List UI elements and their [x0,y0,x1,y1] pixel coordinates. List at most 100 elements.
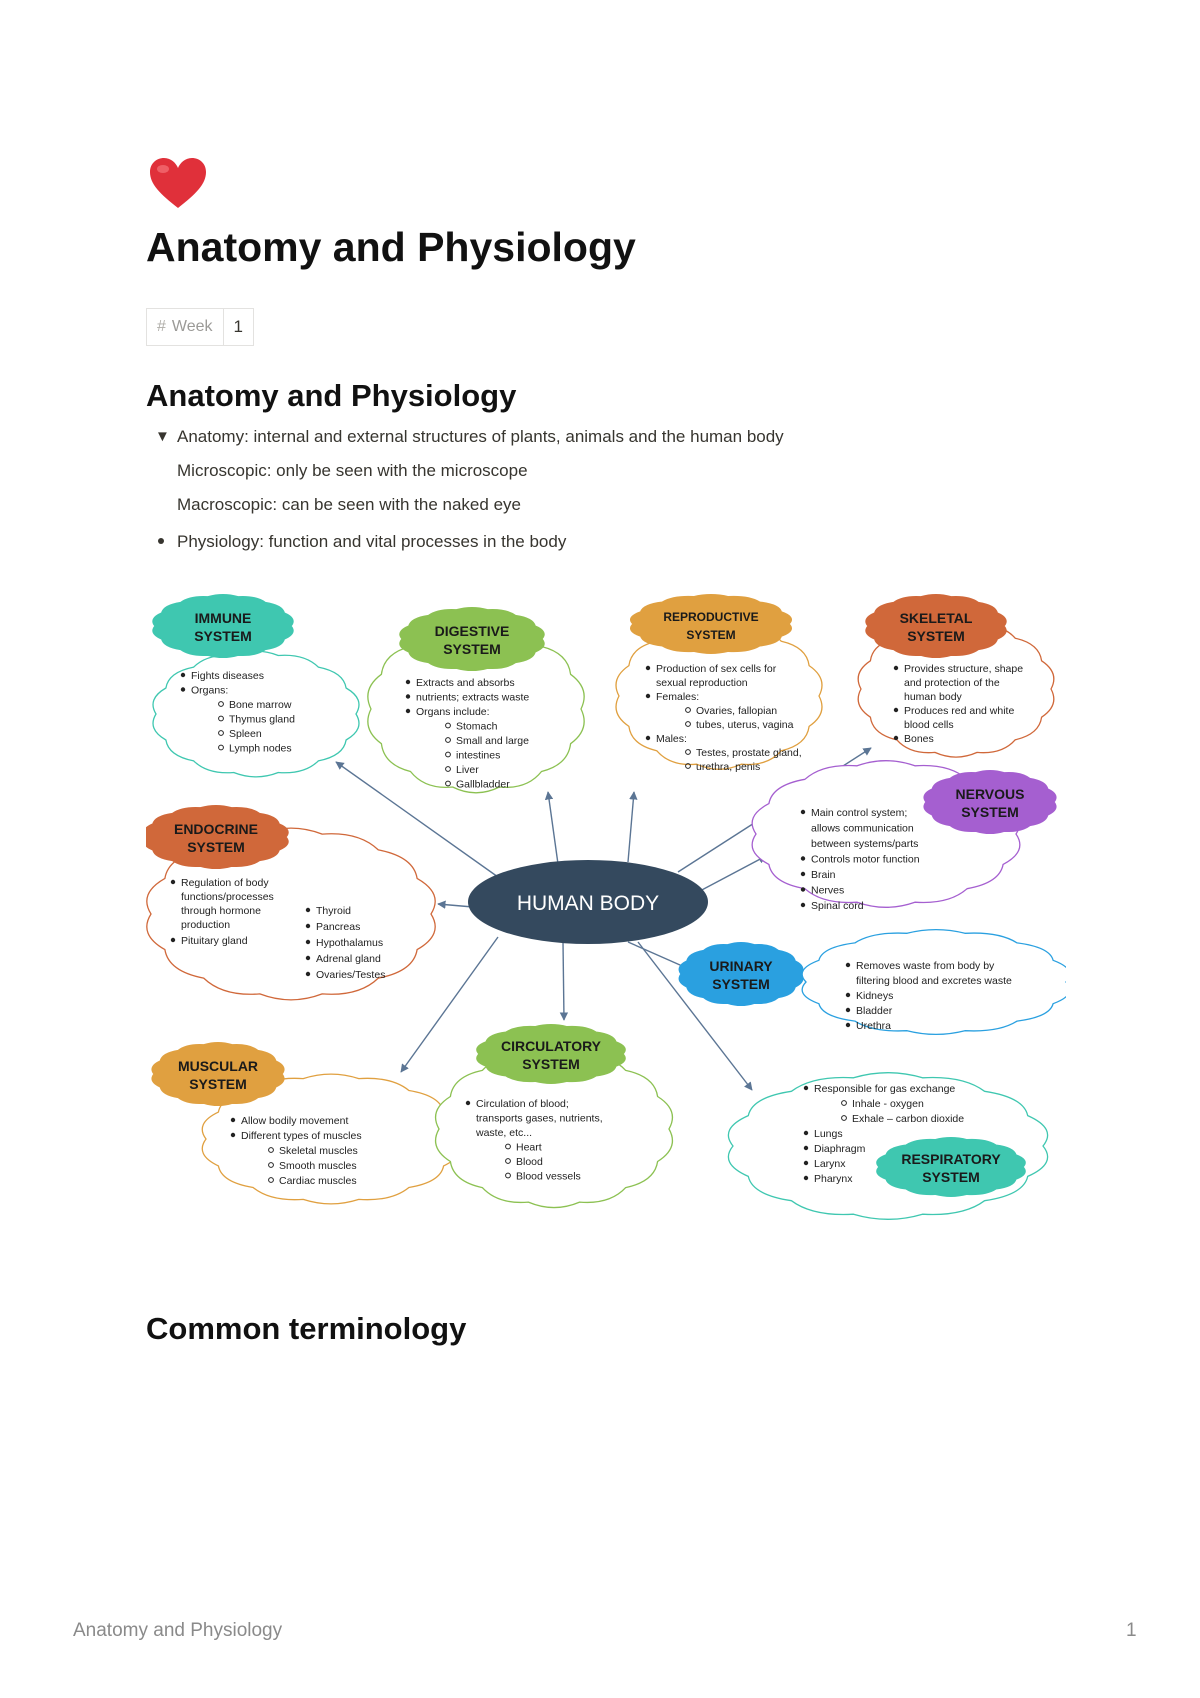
reproductive-item: Ovaries, fallopian [696,705,777,717]
digestive-title-line1: DIGESTIVE [435,623,510,639]
center-node: HUMAN BODY [468,860,708,944]
bullet-physiology: Physiology: function and vital processes… [177,532,567,551]
nervous-bullet [800,902,806,908]
circulatory-item: transports gases, nutrients, [476,1113,603,1125]
muscular-item: Different types of muscles [241,1130,362,1142]
nervous-title-cloud [923,769,1057,835]
circulatory-item: Blood vessels [516,1171,581,1183]
reproductive-item: Males: [656,733,687,745]
bullet-dot [158,538,164,544]
muscular-sub-bullet [268,1162,274,1168]
text-microscopic: Microscopic: only be seen with the micro… [177,461,528,480]
nervous-bullet [800,871,806,877]
immune-item: Bone marrow [229,699,292,711]
circulatory-item: Circulation of blood; [476,1098,569,1110]
digestive-bullet [405,708,411,714]
skeletal-item: and protection of the [904,677,1000,689]
immune-item: Spleen [229,728,262,740]
reproductive-sub-bullet [685,749,691,755]
skeletal-title-cloud [865,593,1007,659]
urinary-item: filtering blood and excretes waste [856,975,1012,987]
nervous-item: Main control system; [811,807,907,819]
endocrine-bullet [305,939,311,945]
respiratory-item: Larynx [814,1158,846,1170]
reproductive-item: tubes, uterus, vagina [696,719,794,731]
nervous-item: Brain [811,869,836,881]
endocrine-item: Thyroid [316,905,351,917]
muscular-item: Smooth muscles [279,1160,357,1172]
page-title: Anatomy and Physiology [146,224,636,270]
skeletal-bullet [893,735,899,741]
digestive-title-line2: SYSTEM [443,641,501,657]
nervous-bullet [800,856,806,861]
immune-title-line1: IMMUNE [195,610,252,626]
reproductive-item: Production of sex cells for [656,663,777,675]
nervous-bullet [800,887,806,892]
connector-arrow [335,761,499,878]
circulatory-title-line1: CIRCULATORY [501,1038,602,1054]
toggle-anatomy[interactable]: Anatomy: internal and external structure… [177,427,784,446]
muscular-sub-bullet [268,1177,274,1183]
circulatory-sub-bullet [505,1158,511,1164]
reproductive-title-line2: SYSTEM [686,628,735,642]
connector-arrow [637,941,753,1091]
circulatory-item: Heart [516,1142,542,1154]
endocrine-title-line1: ENDOCRINE [174,821,258,837]
red-heart-icon [150,158,206,208]
digestive-item: intestines [456,750,500,762]
section-heading-terminology: Common terminology [146,1311,467,1346]
immune-item: Organs: [191,685,228,697]
endocrine-item: Pancreas [316,921,360,933]
respiratory-item: Inhale - oxygen [852,1098,924,1110]
respiratory-bullet [803,1085,809,1091]
endocrine-bullet [170,879,176,885]
nervous-title-line2: SYSTEM [961,804,1019,820]
reproductive-title-cloud [630,594,792,654]
endocrine-item: Ovaries/Testes [316,969,385,981]
digestive-item: Extracts and absorbs [416,677,515,689]
connector-arrow [544,791,559,865]
endocrine-bullet [305,971,311,977]
nervous-bullet [800,809,806,815]
immune-title-cloud [152,593,294,659]
connector-arrow [559,941,569,1021]
respiratory-sub-bullet [841,1100,847,1106]
center-label: HUMAN BODY [517,892,659,915]
nervous-item: between systems/parts [811,838,918,850]
reproductive-title-line1: REPRODUCTIVE [663,610,758,624]
urinary-title-cloud [678,941,804,1007]
respiratory-item: Diaphragm [814,1143,866,1155]
skeletal-item: Bones [904,733,934,745]
text-macroscopic: Macroscopic: can be seen with the naked … [177,495,521,514]
reproductive-bullet [645,693,651,699]
digestive-sub-bullet [445,780,451,787]
urinary-item: Bladder [856,1005,893,1017]
property-value[interactable]: 1 [233,317,243,336]
digestive-bullet [405,679,411,685]
urinary-title-line2: SYSTEM [712,976,770,992]
reproductive-bullet [645,665,651,671]
immune-title-line2: SYSTEM [194,628,252,644]
immune-sub-bullet [218,744,224,751]
immune-item: Thymus gland [229,714,295,726]
circulatory-bullet [465,1100,471,1106]
muscular-item: Cardiac muscles [279,1175,357,1187]
digestive-sub-bullet [445,737,451,743]
immune-bullet [180,687,186,692]
endocrine-item: Adrenal gland [316,953,381,965]
muscular-bullet [230,1132,236,1138]
muscular-title-cloud [151,1041,285,1107]
urinary-bullet [845,992,851,998]
connector-arrow [697,855,767,893]
reproductive-item: Females: [656,691,699,703]
nervous-item: allows communication [811,823,914,835]
immune-sub-bullet [218,730,224,736]
nervous-item: Spinal cord [811,900,864,912]
endocrine-item: through hormone [181,905,261,917]
toggle-triangle-icon[interactable]: ▼ [155,428,170,445]
immune-bullet [180,672,186,678]
week-property[interactable]: # Week 1 [146,308,254,346]
skeletal-bullet [893,707,899,713]
respiratory-item: Exhale – carbon dioxide [852,1113,964,1125]
section-heading-anatomy: Anatomy and Physiology [146,378,517,413]
